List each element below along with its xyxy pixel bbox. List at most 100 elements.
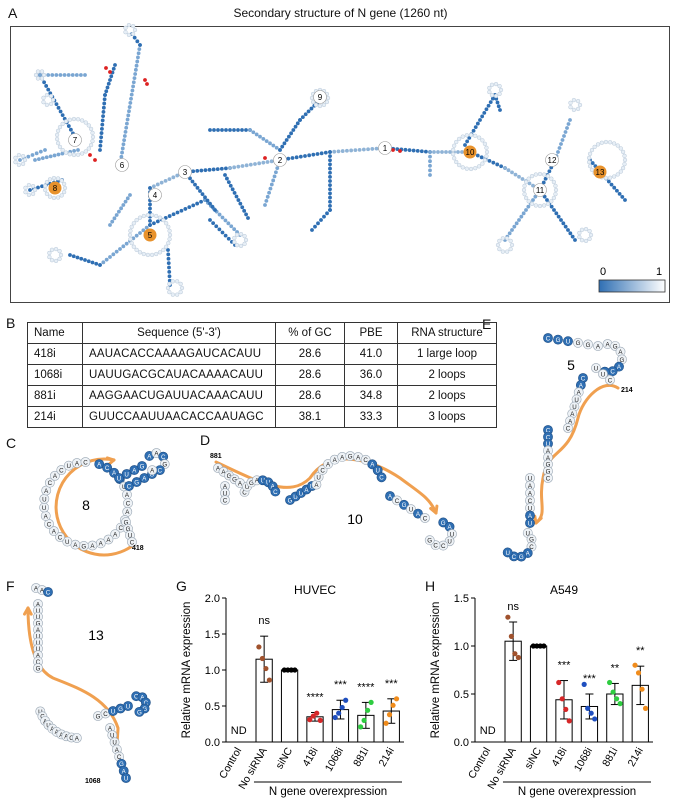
cell-pbe: 41.0 bbox=[344, 343, 398, 365]
nucleotide-dot bbox=[35, 76, 41, 81]
nucleotide-dot bbox=[102, 97, 107, 102]
nucleotide-dot bbox=[79, 118, 85, 123]
nucleotide-letter: G bbox=[137, 709, 142, 716]
data-point bbox=[390, 702, 396, 708]
nucleotide-dot bbox=[195, 201, 200, 206]
nucleotide-dot bbox=[606, 179, 611, 184]
nucleotide-dot bbox=[90, 130, 95, 135]
nucleotide-dot bbox=[559, 218, 563, 222]
nucleotide-dot bbox=[44, 191, 50, 197]
nucleotide-letter: G bbox=[556, 337, 561, 344]
panel-label-f: F bbox=[6, 578, 15, 594]
nucleotide-letter: U bbox=[36, 614, 40, 621]
nucleotide-dot bbox=[130, 31, 136, 37]
nucleotide-dot bbox=[129, 224, 134, 230]
loop-marker bbox=[68, 133, 82, 147]
nucleotide-dot bbox=[537, 171, 543, 177]
nucleotide-dot bbox=[482, 141, 488, 146]
nucleotide-dot bbox=[505, 249, 510, 254]
nucleotide-dot bbox=[556, 150, 560, 154]
nucleotide-dot bbox=[213, 208, 217, 212]
nucleotide-dot bbox=[223, 218, 228, 223]
nucleotide-dot bbox=[164, 244, 169, 249]
nucleotide-dot bbox=[13, 160, 18, 165]
nucleotide-dot bbox=[178, 281, 183, 287]
data-point bbox=[639, 686, 645, 692]
nucleotide-dot bbox=[148, 218, 152, 223]
nucleotide-dot bbox=[622, 162, 627, 167]
nucleotide-letter: A bbox=[388, 493, 393, 500]
nucleotide-letter: U bbox=[574, 397, 578, 404]
nucleotide-dot bbox=[36, 185, 40, 190]
nucleotide-dot bbox=[137, 47, 142, 52]
nucleotide-dot bbox=[48, 93, 54, 99]
nucleotide-letter: U bbox=[112, 740, 116, 747]
nucleotide-letter: A bbox=[568, 418, 573, 425]
nucleotide-dot bbox=[86, 123, 91, 128]
nucleotide-dot bbox=[294, 155, 299, 160]
data-point bbox=[588, 710, 594, 716]
nucleotide-dot bbox=[583, 238, 589, 244]
x-tick-label: siNC bbox=[273, 745, 295, 771]
nucleotide-letter: A bbox=[113, 532, 118, 539]
data-point bbox=[566, 718, 572, 724]
nucleotide-dot bbox=[547, 169, 552, 174]
nucleotide-dot bbox=[428, 159, 432, 164]
nucleotide-dot bbox=[98, 148, 102, 152]
nucleotide-dot bbox=[361, 147, 366, 152]
nucleotide-letter: G bbox=[142, 706, 147, 713]
nucleotide-dot bbox=[215, 167, 220, 171]
nucleotide-dot bbox=[457, 162, 462, 168]
cell-gc: 28.6 bbox=[275, 343, 345, 365]
nucleotide-dot bbox=[268, 186, 273, 191]
nucleotide-dot bbox=[328, 150, 332, 154]
data-point bbox=[332, 714, 338, 721]
nucleotide-dot bbox=[553, 187, 559, 193]
nucleotide-dot bbox=[587, 236, 592, 242]
data-point bbox=[386, 712, 393, 718]
nucleotide-dot bbox=[618, 169, 623, 174]
nucleotide-dot bbox=[154, 213, 159, 219]
nucleotide-dot bbox=[161, 247, 166, 253]
nucleotide-dot bbox=[549, 204, 554, 209]
nucleotide-dot bbox=[72, 149, 76, 153]
nucleotide-dot bbox=[267, 190, 271, 195]
nucleotide-letter: U bbox=[566, 339, 570, 346]
nucleotide-letter: C bbox=[158, 468, 163, 475]
nucleotide-dot bbox=[328, 158, 332, 163]
nucleotide-dot bbox=[171, 212, 176, 217]
nucleotide-dot bbox=[508, 238, 513, 244]
nucleotide-dot bbox=[155, 182, 160, 187]
nucleotide-dot bbox=[562, 134, 566, 138]
data-point bbox=[336, 710, 342, 716]
nucleotide-dot bbox=[108, 255, 112, 259]
nucleotide-dot bbox=[170, 279, 175, 284]
nucleotide-letter: G bbox=[586, 342, 591, 349]
nucleotide-dot bbox=[32, 187, 38, 193]
nucleotide-dot bbox=[88, 142, 94, 148]
loop-marker bbox=[148, 188, 162, 202]
nucleotide-dot bbox=[132, 35, 137, 40]
nucleotide-letter: C bbox=[529, 544, 534, 551]
nucleotide-dot bbox=[274, 170, 278, 175]
nucleotide-letter: C bbox=[546, 427, 551, 434]
data-point bbox=[563, 706, 569, 712]
nucleotide-letter: G bbox=[96, 713, 101, 720]
nucleotide-dot bbox=[167, 281, 172, 287]
nucleotide-dot bbox=[357, 147, 362, 152]
nucleotide-dot bbox=[559, 142, 563, 146]
nucleotide-dot bbox=[67, 117, 72, 122]
nucleotide-dot bbox=[428, 154, 432, 159]
y-tick-label: 0.0 bbox=[454, 737, 469, 749]
nucleotide-dot bbox=[208, 128, 212, 132]
data-point bbox=[343, 697, 349, 703]
nucleotide bbox=[605, 375, 615, 385]
nucleotide-letter: C bbox=[117, 754, 122, 761]
data-point bbox=[556, 679, 562, 686]
nucleotide-letter: A bbox=[106, 537, 111, 544]
nucleotide-letter: A bbox=[526, 550, 531, 557]
x-tick-label: siNC bbox=[522, 745, 544, 771]
data-point bbox=[368, 699, 374, 705]
data-point bbox=[632, 662, 638, 668]
